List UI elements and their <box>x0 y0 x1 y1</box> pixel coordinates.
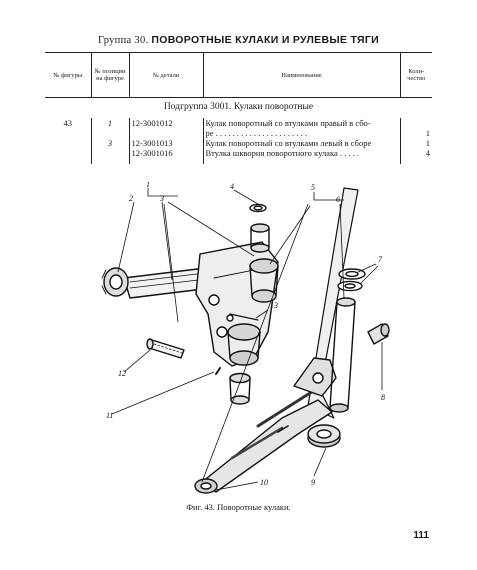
col-header-part-number: № детали <box>128 52 204 98</box>
callout-label-11: 11 <box>106 411 113 420</box>
parts-table: № фигуры № позиции на фигуре № детали На… <box>45 52 432 164</box>
callout-label-7: 7 <box>378 255 383 264</box>
bolt-12-drawing <box>146 338 185 359</box>
cell-part-number: 12-3001016 <box>128 148 204 158</box>
callout-label-12: 12 <box>118 369 126 378</box>
cell-name: Кулак поворотный со втулками левый в сбо… <box>202 138 401 148</box>
table-row: ре . . . . . . . . . . . . . . . . . . .… <box>45 128 432 138</box>
cell-part-number: 12-3001012 <box>128 118 204 128</box>
king-pin-drawing <box>329 268 366 413</box>
bushings-drawing <box>229 203 270 405</box>
cell-quantity: 1 <box>399 128 432 138</box>
cell-quantity: 1 <box>399 138 432 148</box>
cell-figure: 43 <box>45 118 92 128</box>
callout-label-13: 13 <box>270 301 278 310</box>
page-number: 111 <box>413 530 429 541</box>
callout-label-8: 8 <box>381 393 385 402</box>
col-header-position: № позиции на фигуре <box>90 52 130 98</box>
cell-name: Кулак поворотный со втулками правый в сб… <box>202 118 401 128</box>
cell-part-number: 12-3001013 <box>128 138 204 148</box>
col-header-figure: № фигуры <box>45 52 92 98</box>
col-header-name: Наименование <box>202 52 401 98</box>
group-prefix: Группа 30. <box>98 35 149 46</box>
table-row: 12-3001016 Втулка шкворня поворотного ку… <box>45 148 432 158</box>
table-header-row: № фигуры № позиции на фигуре № детали На… <box>45 52 432 98</box>
knuckle-body-drawing <box>195 241 279 367</box>
subgroup-title: Подгруппа 3001. Кулаки поворотные <box>163 102 314 112</box>
callout-label-3: 3 <box>159 194 164 203</box>
pin-8-drawing <box>367 323 390 345</box>
cell-figure <box>45 148 92 158</box>
cell-name: Втулка шкворня поворотного кулака . . . … <box>202 148 401 158</box>
figure-caption: Фиг. 43. Поворотные кулаки. <box>186 502 291 512</box>
callout-label-4: 4 <box>230 182 234 191</box>
table-filler-row <box>45 158 432 164</box>
page-header: Группа 30. ПОВОРОТНЫЕ КУЛАКИ И РУЛЕВЫЕ Т… <box>0 34 477 46</box>
cell-position: 1 <box>90 118 130 128</box>
cell-figure <box>45 138 92 148</box>
cell-position <box>90 148 130 158</box>
cell-position <box>90 128 130 138</box>
bolt-13-drawing <box>229 313 259 321</box>
callout-label-6: 6 <box>336 195 340 204</box>
subgroup-row: Подгруппа 3001. Кулаки поворотные <box>45 98 432 119</box>
table-row: 43 1 12-3001012 Кулак поворотный со втул… <box>45 118 432 128</box>
cell-quantity: 4 <box>399 148 432 158</box>
nut-9-drawing <box>307 424 341 448</box>
cell-name: ре . . . . . . . . . . . . . . . . . . .… <box>202 128 401 138</box>
cell-part-number <box>128 128 204 138</box>
cell-figure <box>45 128 92 138</box>
leader-lines <box>111 188 383 491</box>
table-row: 3 12-3001013 Кулак поворотный со втулкам… <box>45 138 432 148</box>
cell-quantity <box>399 118 432 128</box>
callout-label-2: 2 <box>129 194 133 203</box>
col-header-quantity: Коли-чество <box>399 52 432 98</box>
callout-label-9: 9 <box>311 478 315 487</box>
group-title: ПОВОРОТНЫЕ КУЛАКИ И РУЛЕВЫЕ ТЯГИ <box>151 34 379 46</box>
steering-knuckle-illustration: 1 2 3 4 5 6 7 8 9 10 11 12 13 <box>101 182 390 494</box>
callout-label-5: 5 <box>311 183 315 192</box>
steering-arm-drawing <box>194 187 359 494</box>
callout-label-1: 1 <box>146 182 150 189</box>
cell-position: 3 <box>90 138 130 148</box>
callout-label-10: 10 <box>260 478 268 487</box>
